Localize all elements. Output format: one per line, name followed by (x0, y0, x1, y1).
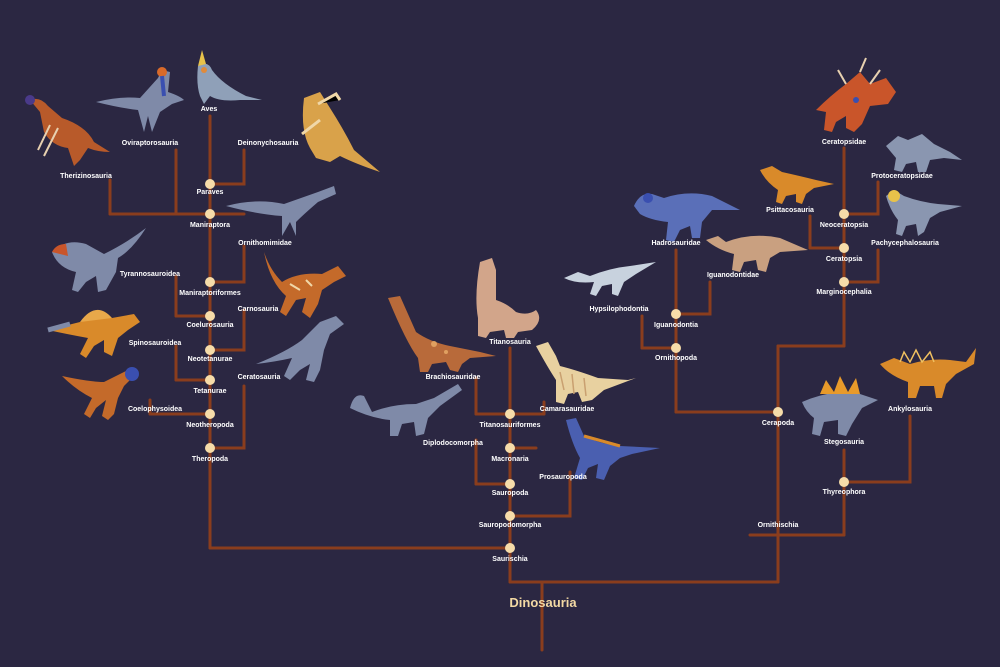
iguanodon-icon (706, 235, 808, 272)
therizinosaurus-icon (25, 95, 110, 166)
label-spinosauroidea: Spinosauroidea (128, 340, 182, 347)
label-neoceratopsia: Neoceratopsia (819, 222, 869, 229)
label-coelurosauria: Coelurosauria (186, 322, 234, 329)
label-ceratopsia: Ceratopsia (825, 256, 863, 263)
label-saurischia: Saurischia (492, 556, 528, 563)
label-neotetanurae: Neotetanurae (187, 356, 233, 363)
label-titanosauriformes: Titanosauriformes (479, 422, 541, 429)
label-thyreophora: Thyreophora (822, 489, 866, 496)
triceratops-icon (816, 57, 896, 132)
root-label-dinosauria: Dinosauria (509, 595, 577, 610)
label-sauropodomorpha: Sauropodomorpha (478, 522, 542, 529)
label-maniraptora: Maniraptora (189, 222, 231, 229)
label-diplodocomorpha: Diplodocomorpha (423, 440, 483, 447)
label-pachycephalosauria: Pachycephalosauria (871, 240, 939, 247)
label-psittacosauria: Psittacosauria (766, 207, 814, 214)
label-maniraptoriformes: Maniraptoriformes (179, 290, 241, 297)
label-ceratosauria: Ceratosauria (237, 374, 281, 381)
coelophysis-icon (62, 367, 139, 420)
branch-lines (108, 114, 912, 652)
label-cerapoda: Cerapoda (761, 420, 795, 427)
label-hadrosauridae: Hadrosauridae (651, 240, 701, 247)
label-paraves: Paraves (196, 189, 224, 196)
stegosaurus-icon (802, 376, 878, 436)
label-titanosauria: Titanosauria (489, 339, 531, 346)
bird-icon (197, 50, 262, 104)
label-coelophysoidea: Coelophysoidea (127, 406, 183, 413)
label-therizinosauria: Therizinosauria (60, 173, 112, 180)
plateosaurus-icon (566, 418, 660, 480)
label-oviraptorosauria: Oviraptorosauria (121, 140, 179, 147)
ankylosaurus-icon (880, 348, 976, 398)
label-ceratopsidae: Ceratopsidae (821, 139, 867, 146)
label-aves: Aves (200, 106, 218, 113)
dinosaur-silhouettes (25, 50, 976, 480)
label-tyrannosauroidea: Tyrannosauroidea (119, 271, 181, 278)
label-marginocephalia: Marginocephalia (816, 289, 872, 296)
tyrannosaurus-icon (52, 228, 146, 292)
label-macronaria: Macronaria (491, 456, 529, 463)
label-deinonychosauria: Deinonychosauria (237, 140, 299, 147)
clade-nodes (205, 179, 849, 553)
deinonychus-icon (301, 92, 380, 172)
pachycephalosaurus-icon (886, 190, 962, 236)
label-ornithopoda: Ornithopoda (655, 355, 697, 362)
label-protoceratopsidae: Protoceratopsidae (871, 173, 933, 180)
allosaurus-icon (264, 252, 346, 318)
label-theropoda: Theropoda (191, 456, 229, 463)
psittacosaurus-icon (760, 166, 834, 204)
ornithomimus-icon (226, 186, 336, 236)
hypsilophodon-icon (564, 262, 656, 296)
camarasaurus-icon (536, 342, 636, 404)
label-ornithischia: Ornithischia (757, 522, 799, 529)
label-ankylosauria: Ankylosauria (888, 406, 932, 413)
brachiosaurus-icon (388, 296, 496, 372)
protoceratops-icon (886, 134, 962, 172)
label-neotheropoda: Neotheropoda (186, 422, 234, 429)
label-sauropoda: Sauropoda (491, 490, 529, 497)
oviraptorosaurus-icon (96, 67, 184, 132)
diplodocus-icon (350, 384, 462, 436)
label-ornithomimidae: Ornithomimidae (238, 240, 292, 247)
label-stegosauria: Stegosauria (823, 439, 865, 446)
label-iguanodontia: Iguanodontia (654, 322, 698, 329)
label-brachiosauridae: Brachiosauridae (425, 374, 481, 381)
spinosaurus-icon (47, 309, 140, 358)
label-camarasauridae: Camarasauridae (539, 406, 595, 413)
hadrosaurus-icon (634, 193, 740, 242)
label-iguanodontidae: Iguanodontidae (706, 272, 760, 279)
label-carnosauria: Carnosauria (237, 306, 279, 313)
label-hypsilophodontia: Hypsilophodontia (589, 306, 649, 313)
label-tetanurae: Tetanurae (193, 388, 227, 395)
ceratosaurus-icon (256, 316, 344, 382)
titanosaurus-icon (476, 258, 540, 338)
label-prosauropoda: Prosauropoda (539, 474, 587, 481)
